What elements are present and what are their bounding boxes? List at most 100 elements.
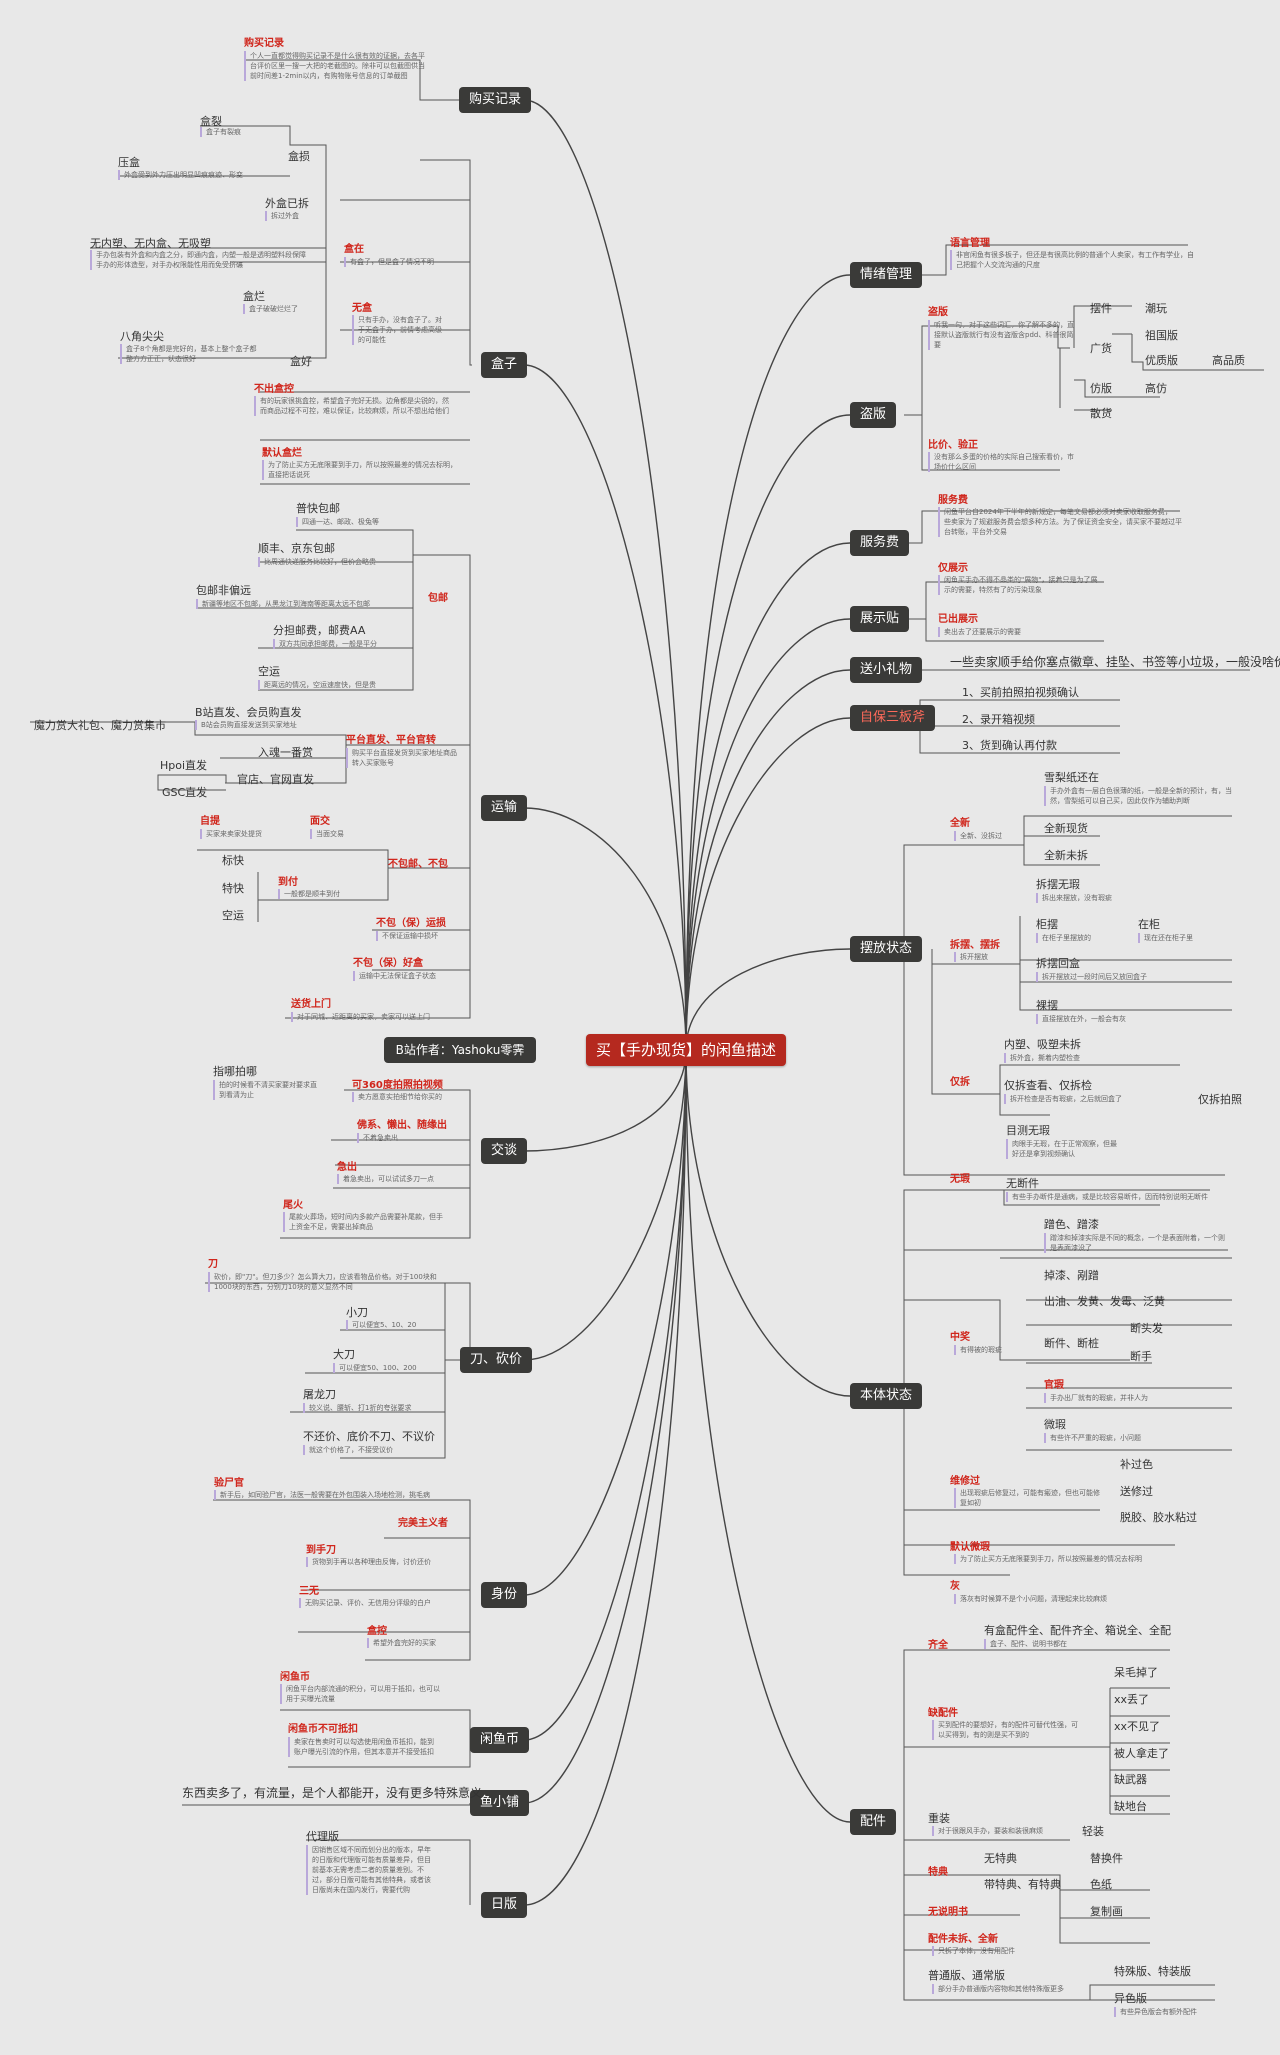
ship-hpoi: Hpoi直发 — [160, 759, 208, 772]
branch-box[interactable]: 盒子 — [481, 352, 528, 378]
state-back-note: 拆开摆放过一段时间后又放回盒子 — [1036, 972, 1172, 982]
state-open-note: 拆开摆放 — [954, 952, 1020, 962]
parts-heavy-note: 对于很跟风手办，要装和装很麻烦 — [932, 1826, 1068, 1836]
parts-diff-note: 有些异色版会有额外配件 — [1114, 2007, 1220, 2017]
coin-heading: 闲鱼币 — [280, 1672, 310, 1683]
ship-sf: 顺丰、京东包邮 — [258, 542, 335, 555]
body-mid-note: 有得被的瑕疵 — [954, 1345, 1020, 1355]
ship-platform-note: 购买平台直接发货到买家地址商品转入买家账号 — [346, 748, 462, 768]
shop-text: 东西卖多了，有流量，是个人都能开，没有更多特殊意义 — [182, 1786, 483, 1800]
knife-small: 小刀 — [346, 1306, 368, 1319]
id-to-hand-note: 货物到手再以各种理由反悔，讨价还价 — [306, 1557, 452, 1567]
parts-hair: 呆毛掉了 — [1114, 1666, 1158, 1679]
coin-no: 闲鱼币不可抵扣 — [288, 1724, 358, 1735]
branch-shipping[interactable]: 运输 — [481, 795, 528, 821]
talk-urgent-note: 着急卖出，可以试试多刀一点 — [337, 1174, 463, 1184]
knife-dragon-note: 较义说、腰斩、打1折的夸张要求 — [303, 1403, 439, 1413]
state-only-photo: 仅拆拍照 — [1198, 1093, 1242, 1106]
parts-weapon: 缺武器 — [1114, 1773, 1147, 1786]
ship-cod-note: 一般都是顺丰到付 — [278, 889, 364, 899]
talk-urgent: 急出 — [337, 1162, 357, 1173]
state-snow-note: 手办外盒有一层白色很薄的纸，一般是全新的预计，有，当然，雪梨纸可以自己买，因此仅… — [1044, 786, 1240, 806]
branch-body[interactable]: 本体状态 — [850, 1383, 923, 1409]
purchase-note: 个人一直都觉得购买记录不是什么很有效的证据，去各平台评价区里一搜一大把的老截图的… — [244, 51, 425, 81]
pirate-ancestor: 祖国版 — [1145, 329, 1178, 342]
talk-360: 可360度拍照拍视频 — [352, 1080, 443, 1091]
branch-identity[interactable]: 身份 — [481, 1582, 528, 1608]
branch-fee[interactable]: 服务费 — [850, 530, 910, 556]
body-mid: 中奖 — [950, 1332, 970, 1343]
ship-platform: 平台直发、平台官转 — [346, 735, 436, 746]
default-bad: 默认盒烂 — [262, 448, 302, 459]
ship-face-note: 当面交易 — [310, 829, 366, 839]
branch-talk[interactable]: 交谈 — [481, 1138, 528, 1164]
body-break: 断件、断桩 — [1044, 1337, 1099, 1350]
ship-no-box-ins-note: 运输中无法保证盒子状态 — [353, 971, 469, 981]
knife-no-cut-note: 就这个价格了，不接受议价 — [303, 1445, 429, 1455]
fee-note: 闲鱼平台自2024年下半年的新规定，每笔交易都必须对卖家收取服务费，一些卖家为了… — [938, 507, 1184, 537]
state-snow: 雪梨纸还在 — [1044, 771, 1099, 784]
id-three-no: 三无 — [299, 1586, 319, 1597]
ship-bili-note: B站会员购直接发送到买家地址 — [195, 720, 351, 730]
branch-emotion[interactable]: 情绪管理 — [850, 262, 923, 288]
body-break-hair: 断头发 — [1130, 1322, 1163, 1335]
pirate-premium: 优质版 — [1145, 354, 1178, 367]
parts-color: 色纸 — [1090, 1878, 1112, 1891]
branch-gift[interactable]: 送小礼物 — [850, 657, 923, 683]
talk-photo: 指哪拍哪 — [213, 1065, 257, 1078]
purchase-heading: 购买记录 — [244, 38, 284, 49]
branch-japan[interactable]: 日版 — [481, 1892, 528, 1918]
id-three-no-note: 无购买记录、评价、无信用分评级的白户 — [299, 1598, 455, 1608]
ship-ichiban: 入魂一番赏 — [258, 746, 313, 759]
body-paint: 补过色 — [1120, 1458, 1153, 1471]
talk-fire: 尾火 — [283, 1200, 303, 1211]
box-crush-note: 外盒受到外力压出明显凹痕痕迹、形变 — [118, 170, 294, 180]
jp-agent: 代理版 — [306, 1830, 339, 1843]
three-no: 无内塑、无内盒、无吸塑 — [90, 237, 211, 250]
branch-state[interactable]: 摆放状态 — [850, 936, 923, 962]
ship-no-box-ins: 不包（保）好盒 — [353, 958, 423, 969]
ship-door: 送货上门 — [291, 999, 331, 1010]
branch-purchase-record[interactable]: 购买记录 — [459, 87, 532, 113]
branch-parts[interactable]: 配件 — [850, 1809, 897, 1835]
parts-normal: 普通版、通常版 — [928, 1969, 1005, 1982]
id-official-note: 新手后，如同验尸官，法医一般需要在外包围装入场地检测，挑毛病 — [214, 1490, 460, 1500]
pirate-fake-hi: 潮玩 — [1145, 302, 1167, 315]
outer-open: 外盒已拆 — [265, 197, 309, 210]
branch-display[interactable]: 展示贴 — [850, 606, 910, 632]
knife-dragon: 屠龙刀 — [303, 1388, 336, 1401]
body-factory: 官瑕 — [1044, 1380, 1064, 1391]
ship-no-mail: 不包邮、不包 — [388, 859, 448, 870]
body-repair-note: 出现瑕疵后修复过，可能有瘢迹，但也可能修复如初 — [954, 1488, 1100, 1508]
branch-protect[interactable]: 自保三板斧 — [850, 705, 936, 731]
parts-miss: 缺配件 — [928, 1708, 958, 1719]
branch-coin[interactable]: 闲鱼币 — [470, 1727, 530, 1753]
ship-air-note: 距离远的情况，空运速度快，但是贵 — [258, 680, 414, 690]
ship-remote-note: 新疆等地区不包邮，从黑龙江到海南等距离太远不包邮 — [196, 599, 412, 609]
state-open: 拆摆、摆拆 — [950, 940, 1000, 951]
parts-no-special: 无特典 — [984, 1852, 1017, 1865]
ship-air2: 空运 — [222, 909, 244, 922]
fee-heading: 服务费 — [938, 495, 968, 506]
body-eye-note: 肉眼手无瑕，在于正常观察，但最好还是拿到视频确认 — [1006, 1139, 1122, 1159]
central-topic[interactable]: 买【手办现货】的闲鱼描述 — [586, 1034, 786, 1066]
parts-full-note: 盒子、配件、说明书都在 — [984, 1639, 1100, 1649]
ship-std-note: 四通一达、邮政、极兔等 — [296, 517, 412, 527]
parts-copy: 复制画 — [1090, 1905, 1123, 1918]
box-rot: 盒烂 — [243, 290, 265, 303]
author-node[interactable]: B站作者：Yashoku零霁 — [384, 1037, 536, 1063]
branch-shop[interactable]: 鱼小铺 — [470, 1790, 530, 1816]
state-new-spot: 全新现货 — [1044, 822, 1088, 835]
state-new-sealed: 全新未拆 — [1044, 849, 1088, 862]
parts-unopened: 配件未拆、全新 — [928, 1934, 998, 1945]
ship-air: 空运 — [258, 665, 280, 678]
has-box: 盒在 — [344, 244, 364, 255]
branch-knife[interactable]: 刀、砍价 — [460, 1347, 533, 1373]
parts-diff: 异色版 — [1114, 1992, 1147, 2005]
id-official: 验尸官 — [214, 1478, 244, 1489]
ship-pickup: 自提 — [200, 816, 220, 827]
display-only-note: 闲鱼买手办不得不晶类的"展物"，接着只是为了展示的需要，特然有了的污染现象 — [938, 575, 1104, 595]
body-gum: 脱胶、胶水粘过 — [1120, 1511, 1197, 1524]
eight-sharp: 八角尖尖 — [120, 330, 164, 343]
branch-pirate[interactable]: 盗版 — [850, 402, 897, 428]
